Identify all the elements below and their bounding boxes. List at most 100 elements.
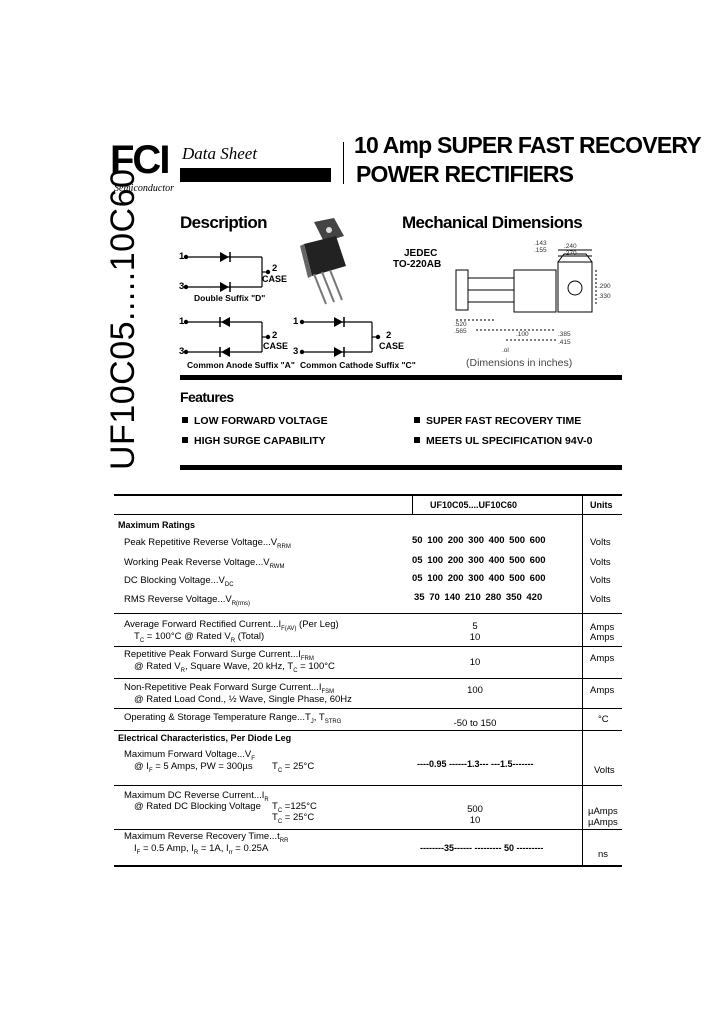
svg-text:.385: .385: [558, 331, 571, 338]
vf-label: Maximum Forward Voltage...VF: [124, 749, 255, 762]
schematic-common-cathode: [299, 317, 381, 357]
avg-current-value-leg: 5: [472, 621, 478, 632]
features-heading: Features: [180, 389, 234, 405]
mechanical-drawing: .143.155 .240.270 .290.330 .520.565 .100…: [454, 240, 611, 354]
table-row-label: RMS Reverse Voltage...VR(rms): [124, 594, 251, 607]
dimensions-note: (Dimensions in inches): [466, 357, 573, 369]
package-to220ab: TO-220AB: [393, 259, 442, 270]
pin-1-label: 1: [179, 251, 185, 262]
table-row-unit: Volts: [590, 594, 611, 605]
max-ratings-heading: Maximum Ratings: [118, 520, 196, 530]
double-suffix-caption: Double Suffix "D": [194, 293, 266, 303]
table-row-rule: [114, 613, 622, 614]
table-row-label: Peak Repetitive Reverse Voltage...VRRM: [124, 537, 291, 550]
temp-value: -50 to 150: [453, 718, 497, 729]
feature-item: SUPER FAST RECOVERY TIME: [414, 415, 581, 427]
schematic-common-anode: [183, 317, 271, 357]
fci-logo: FCI: [110, 138, 170, 182]
cathode-case-label: CASE: [379, 341, 405, 351]
ir-unit-hot: µAmps: [588, 806, 618, 817]
page-title-line1: 10 Amp SUPER FAST RECOVERY: [354, 132, 702, 158]
anode-pin-2-label: 2: [272, 330, 278, 341]
table-row-unit: Volts: [590, 557, 611, 568]
svg-text:.100: .100: [516, 331, 529, 338]
svg-text:.155: .155: [534, 247, 547, 254]
mechanical-heading: Mechanical Dimensions: [402, 213, 583, 232]
anode-pin-3-label: 3: [179, 346, 185, 357]
cathode-pin-2-label: 2: [386, 330, 392, 341]
schematic-double-suffix: [183, 252, 271, 292]
features-bottom-rule: [180, 465, 622, 470]
header-bar: [180, 168, 331, 182]
table-header-units: Units: [590, 500, 613, 510]
table-header-rule: [114, 514, 622, 515]
doc-type: Data Sheet: [182, 144, 258, 163]
table-row-label: DC Blocking Voltage...VDC: [124, 575, 234, 588]
vf-temp: TC = 25°C: [272, 761, 315, 774]
avg-current-label: Average Forward Rectified Current...IF(A…: [124, 619, 339, 632]
table-col-divider-units: [582, 494, 583, 866]
svg-text:.415: .415: [558, 339, 571, 346]
table-row-rule: [114, 730, 622, 731]
avg-current-value-total: 10: [469, 632, 481, 643]
ir-value-room: 10: [469, 815, 481, 826]
table-row-unit: Volts: [590, 537, 611, 548]
svg-text:.520: .520: [454, 321, 467, 328]
table-row-values: 05 100 200 300 400 500 600: [412, 573, 546, 584]
avg-current-condition: TC = 100°C @ Rated VR (Total): [134, 631, 265, 644]
nonrep-surge-condition: @ Rated Load Cond., ½ Wave, Single Phase…: [134, 694, 352, 705]
avg-current-unit-leg: Amps: [590, 622, 615, 633]
rep-surge-unit: Amps: [590, 653, 615, 664]
feature-item: HIGH SURGE CAPABILITY: [182, 435, 326, 447]
table-row-values: 35 70 140 210 280 350 420: [414, 592, 543, 603]
ir-value-hot: 500: [467, 804, 483, 815]
svg-text:.330: .330: [598, 293, 611, 300]
case-label: CASE: [262, 274, 288, 284]
cathode-pin-1-label: 1: [293, 316, 299, 327]
rep-surge-value: 10: [469, 657, 481, 668]
table-top-border: [114, 494, 622, 496]
to220-package-image: [300, 218, 346, 305]
svg-text:.290: .290: [598, 283, 611, 290]
header-divider: [343, 142, 344, 184]
temp-label: Operating & Storage Temperature Range...…: [124, 712, 342, 725]
package-jedec: JEDEC: [404, 248, 438, 259]
svg-text:.565: .565: [454, 328, 467, 335]
trr-label: Maximum Reverse Recovery Time...tRR: [124, 831, 289, 844]
avg-current-unit-total: Amps: [590, 632, 615, 643]
svg-text:.ol: .ol: [502, 347, 509, 354]
ir-unit-room: µAmps: [588, 817, 618, 828]
table-row-rule: [114, 708, 622, 709]
electrical-heading: Electrical Characteristics, Per Diode Le…: [118, 733, 292, 743]
table-row-values: 05 100 200 300 400 500 600: [412, 555, 546, 566]
description-heading: Description: [180, 213, 268, 232]
cathode-pin-3-label: 3: [293, 346, 299, 357]
feature-item: MEETS UL SPECIFICATION 94V-0: [414, 435, 592, 447]
table-row-rule: [114, 646, 622, 647]
side-part-title: UF10C05.....10C60: [104, 168, 142, 470]
vf-values: ----0.95 ------1.3--- ---1.5-------: [417, 759, 534, 769]
pin-2-label: 2: [272, 263, 278, 274]
logo-subtitle: Semiconductor: [114, 183, 174, 194]
ir-condition: @ Rated DC Blocking Voltage: [134, 801, 261, 812]
common-cathode-caption: Common Cathode Suffix "C": [300, 360, 416, 370]
table-row-rule: [114, 785, 622, 786]
svg-text:.143: .143: [534, 240, 547, 247]
ir-temp-room: TC = 25°C: [272, 812, 315, 825]
table-row-unit: Volts: [590, 575, 611, 586]
pin-3-label: 3: [179, 281, 185, 292]
table-row-rule: [114, 678, 622, 679]
common-anode-caption: Common Anode Suffix "A": [187, 360, 295, 370]
features-top-rule: [180, 375, 622, 380]
svg-text:.240: .240: [564, 243, 577, 250]
nonrep-surge-value: 100: [467, 685, 483, 696]
table-bottom-border: [114, 865, 622, 867]
anode-case-label: CASE: [263, 341, 289, 351]
feature-item: LOW FORWARD VOLTAGE: [182, 415, 328, 427]
ir-temp-hot: TC =125°C: [272, 801, 317, 814]
rep-surge-label: Repetitive Peak Forward Surge Current...…: [124, 649, 314, 662]
vf-condition: @ IF = 5 Amps, PW = 300µs: [134, 761, 253, 774]
table-row-values: 50 100 200 300 400 500 600: [412, 535, 546, 546]
vf-unit: Volts: [594, 765, 615, 776]
page-title-line2: POWER RECTIFIERS: [356, 161, 574, 187]
